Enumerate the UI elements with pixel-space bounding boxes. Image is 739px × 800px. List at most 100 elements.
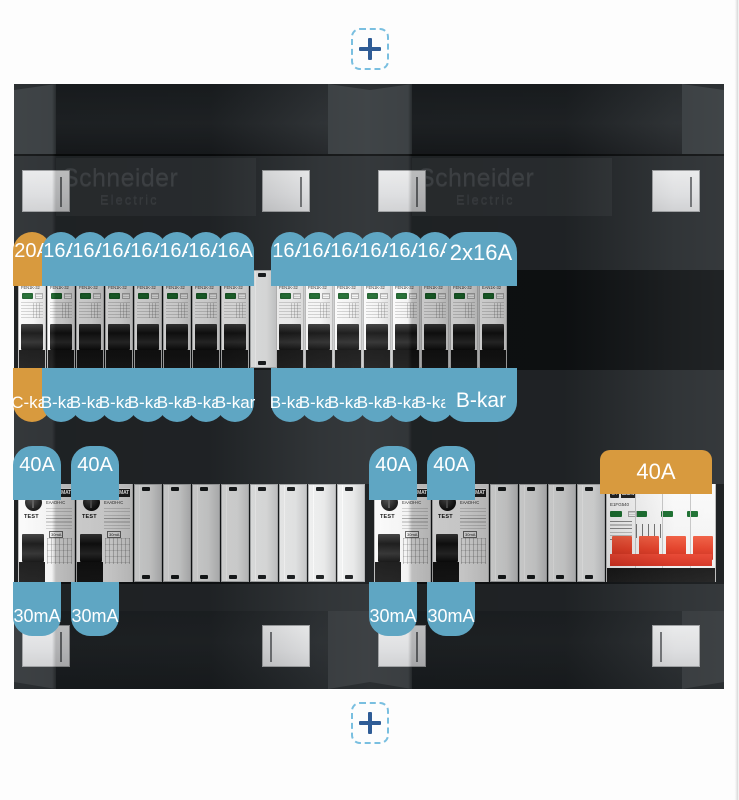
- blank-clip-icon: [229, 575, 237, 579]
- breaker-toggle-lever[interactable]: [50, 324, 72, 350]
- breaker-toggle-lever[interactable]: [79, 324, 101, 350]
- blank-clip-icon: [556, 575, 564, 579]
- rcd-sensitivity-badge[interactable]: 30mA: [71, 582, 119, 636]
- blank-filler-module[interactable]: [490, 484, 518, 582]
- lid-seam: [14, 154, 370, 156]
- main-breaker-amp-badge[interactable]: 40A: [600, 450, 712, 494]
- breaker-toggle-lever[interactable]: [195, 324, 217, 350]
- status-led-icon: [309, 293, 320, 299]
- latch-top-left[interactable]: [22, 170, 70, 212]
- emat-brand-label: EMAT: [471, 488, 486, 497]
- mcb-module[interactable]: C4 EMAT FEN1K-32: [450, 270, 478, 368]
- blank-clip-icon: [527, 575, 535, 579]
- breaker-toggle-lever[interactable]: [337, 324, 359, 350]
- blank-filler-module[interactable]: [134, 484, 162, 582]
- pole-dividers: [607, 484, 715, 582]
- rcd-sensitivity-badge[interactable]: 30mA: [427, 582, 475, 636]
- breaker-toggle-lever[interactable]: [279, 324, 301, 350]
- latch-bottom-right[interactable]: [652, 625, 700, 667]
- blank-filler-module[interactable]: [548, 484, 576, 582]
- blank-clip-icon: [142, 575, 150, 579]
- rcd-module[interactable]: TEST C4 EMAT EAADH-IC 30mA: [18, 484, 75, 582]
- breaker-toggle-lever[interactable]: [21, 324, 43, 350]
- breaker-toggle-lever[interactable]: [224, 324, 246, 350]
- blank-filler-module[interactable]: [337, 484, 365, 582]
- rcd-amp-badge[interactable]: 40A: [369, 446, 417, 500]
- blank-filler-module[interactable]: [577, 484, 605, 582]
- module-barcode-icon: [380, 293, 388, 299]
- blank-clip-icon: [556, 487, 564, 491]
- rcd-sensitivity-badge[interactable]: 30mA: [369, 582, 417, 636]
- module-shadow: [451, 350, 477, 368]
- base-bevel-right: [328, 611, 370, 689]
- breaker-toggle-lever[interactable]: [137, 324, 159, 350]
- blank-clip-icon: [585, 575, 593, 579]
- module-schematic-icon: [424, 302, 446, 320]
- add-group-bottom-button[interactable]: [350, 702, 389, 744]
- latch-bottom-right[interactable]: [262, 625, 310, 667]
- breaker-toggle-lever[interactable]: [22, 534, 44, 562]
- breaker-toggle-lever[interactable]: [80, 534, 102, 562]
- latch-top-right[interactable]: [262, 170, 310, 212]
- status-led-icon: [367, 293, 378, 299]
- blank-clip-icon: [200, 487, 208, 491]
- rcd-amp-badge[interactable]: 40A: [71, 446, 119, 500]
- status-led-icon: [196, 293, 207, 299]
- breaker-toggle-lever[interactable]: [424, 324, 446, 350]
- breaker-toggle-lever[interactable]: [453, 324, 475, 350]
- breaker-toggle-lever[interactable]: [436, 534, 458, 562]
- module-shadow: [77, 562, 103, 582]
- mcb-module[interactable]: C4 EMAT FEN1K-32: [392, 270, 420, 368]
- rcd-sensitivity-print: 30mA: [49, 531, 64, 538]
- module-schematic-icon: [395, 302, 417, 320]
- module-type-code: FEN1K-32: [308, 285, 327, 290]
- enclosure-lid: [14, 84, 370, 156]
- mcb-module[interactable]: C4 EMAT FEN1K-32: [305, 270, 333, 368]
- breaker-toggle-lever[interactable]: [166, 324, 188, 350]
- breaker-curve-badge[interactable]: B-kar: [215, 368, 255, 422]
- module-shadow: [480, 350, 506, 368]
- module-barcode-icon: [322, 293, 330, 299]
- module-type-code: FEN1K-32: [337, 285, 356, 290]
- mcb-module[interactable]: C4 EMAT FEN1K-32: [334, 270, 362, 368]
- breaker-amp-badge[interactable]: 2x16A: [445, 232, 517, 286]
- blank-clip-icon: [287, 487, 295, 491]
- breaker-toggle-lever[interactable]: [366, 324, 388, 350]
- status-led-icon: [225, 293, 236, 299]
- add-group-top-button[interactable]: [350, 28, 389, 70]
- blank-filler-module[interactable]: [308, 484, 336, 582]
- breaker-toggle-lever[interactable]: [395, 324, 417, 350]
- rcd-sensitivity-badge[interactable]: 30mA: [13, 582, 61, 636]
- blank-crease: [524, 485, 525, 581]
- rcd-amp-badge[interactable]: 40A: [427, 446, 475, 500]
- module-schematic-icon: [47, 538, 72, 564]
- blank-filler-module[interactable]: [250, 484, 278, 582]
- breaker-toggle-lever[interactable]: [482, 324, 504, 350]
- mcb-module[interactable]: C4 EMAT FEN1K-32: [76, 270, 104, 368]
- mcb-module[interactable]: C4 EMAT FEN1K-32: [363, 270, 391, 368]
- blank-filler-module[interactable]: [279, 484, 307, 582]
- blank-filler-module[interactable]: [192, 484, 220, 582]
- mcb-module[interactable]: C4 EMAT FEN1K-32: [163, 270, 191, 368]
- status-led-icon: [280, 293, 291, 299]
- module-schematic-icon: [403, 538, 428, 564]
- rcd-amp-badge[interactable]: 40A: [13, 446, 61, 500]
- module-shadow: [364, 350, 390, 368]
- module-group-bottom-right: TEST C4 EMAT EAADH-IC 30mA TEST C4 EMAT: [374, 484, 717, 584]
- blank-filler-module[interactable]: [221, 484, 249, 582]
- breaker-toggle-lever[interactable]: [108, 324, 130, 350]
- blank-filler-module[interactable]: [519, 484, 547, 582]
- rcd-sensitivity-print: 30mA: [107, 531, 122, 538]
- main-breaker-4pole[interactable]: C4 EMAT E1FG540: [606, 484, 716, 582]
- blank-filler-module[interactable]: [163, 484, 191, 582]
- mcb-module[interactable]: C4 EMAT FEN1K-32: [421, 270, 449, 368]
- breaker-amp-badge[interactable]: 16A: [216, 232, 254, 286]
- latch-top-right[interactable]: [652, 170, 700, 212]
- module-type-code: FEN1K-32: [166, 285, 185, 290]
- latch-top-left[interactable]: [378, 170, 426, 212]
- breaker-curve-badge[interactable]: B-kar: [445, 368, 517, 422]
- breaker-toggle-lever[interactable]: [308, 324, 330, 350]
- din-rail-row-top: C4 EMAT FEN1K-32 C4 EMAT FEN1K-32: [14, 270, 724, 370]
- module-type-code: FEN1K-32: [21, 285, 40, 290]
- breaker-toggle-lever[interactable]: [378, 534, 400, 562]
